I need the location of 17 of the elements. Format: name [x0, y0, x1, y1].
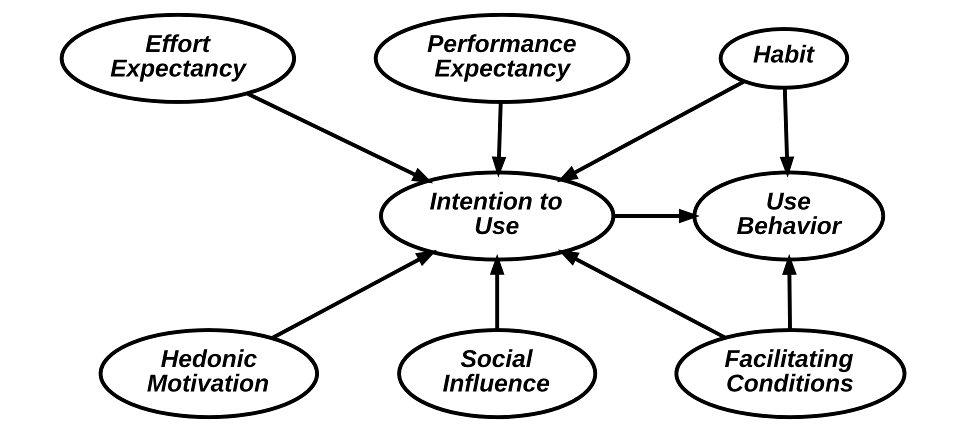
- arrow: [780, 88, 794, 178]
- arrow: [558, 250, 726, 340]
- arrow: [272, 250, 437, 340]
- node-ellipse: Performance Expectancy: [374, 12, 630, 104]
- node-ellipse: Habit: [718, 27, 850, 90]
- node-ellipse: Effort Expectancy: [60, 12, 296, 104]
- arrow: [492, 102, 506, 178]
- arrow: [490, 254, 504, 330]
- node-ellipse: Intention to Use: [379, 170, 616, 262]
- node-ellipse: Hedonic Motivation: [98, 328, 320, 420]
- node-ellipse: Social Influence: [397, 328, 598, 420]
- arrow: [782, 254, 797, 330]
- arrow: [247, 92, 434, 184]
- arrow: [614, 208, 700, 224]
- arrow: [556, 80, 745, 182]
- node-ellipse: Facilitating Conditions: [674, 328, 906, 420]
- node-ellipse: Use Behavior: [692, 170, 886, 262]
